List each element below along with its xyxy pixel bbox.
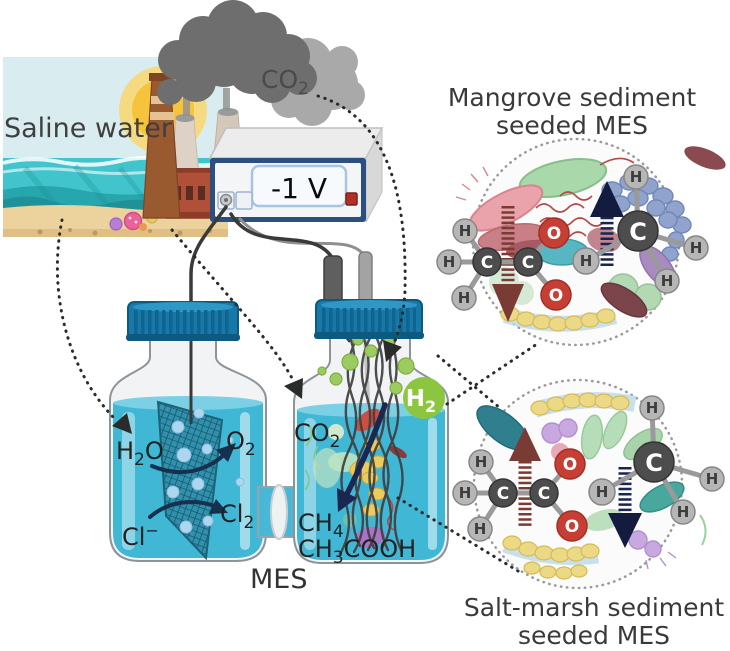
anode-bottle: H2O O2 Cl− Cl2 bbox=[109, 301, 267, 562]
glass-flange bbox=[270, 484, 288, 540]
h2o-label: H2O bbox=[116, 437, 164, 470]
mangrove-community: Mangrove sediment seeded MES bbox=[437, 83, 726, 347]
saline-to-anode-path bbox=[55, 218, 116, 420]
co2-emission-label: CO2 bbox=[261, 65, 309, 99]
svg-text:H2: H2 bbox=[406, 386, 436, 416]
saltmarsh-title-line1: Salt-marsh sediment bbox=[464, 593, 725, 622]
reference-wire bbox=[238, 217, 368, 260]
anode-wire bbox=[189, 205, 228, 305]
cl2-label: Cl2 bbox=[220, 500, 254, 533]
co2-label: CO2 bbox=[294, 419, 340, 452]
dark-smoke bbox=[157, 0, 317, 105]
power-supply: -1 V bbox=[208, 127, 384, 223]
bottle-cap bbox=[126, 301, 240, 341]
saltmarsh-title-line2: seeded MES bbox=[518, 621, 670, 650]
magnifier-line-mangrove bbox=[445, 340, 542, 406]
dotted-connectors bbox=[55, 94, 542, 576]
ch4-label: CH4 bbox=[298, 509, 344, 542]
voltage-readout: -1 V bbox=[271, 172, 327, 205]
co2-to-cathode-path bbox=[316, 94, 407, 354]
saline-water-label: Saline water bbox=[4, 113, 173, 144]
power-button[interactable] bbox=[345, 192, 358, 206]
h2-bubbles bbox=[317, 334, 415, 395]
power-supply-top bbox=[208, 127, 384, 159]
o2-label: O2 bbox=[226, 427, 256, 460]
mes-cathode-bottle: H2 CO2 CH4 CH3COOH bbox=[293, 251, 449, 568]
electrode-wires bbox=[189, 205, 368, 305]
cathode-wire bbox=[229, 212, 335, 261]
magnifier-line-saltmarsh-top bbox=[436, 354, 502, 410]
saline-to-cathode-path bbox=[170, 228, 296, 384]
gas-bubbles bbox=[166, 407, 245, 534]
smoke-clouds: CO2 bbox=[157, 0, 365, 126]
mangrove-title-line2: seeded MES bbox=[496, 111, 648, 140]
chloride-label: Cl− bbox=[122, 521, 159, 551]
co2-reduction-arrow bbox=[343, 402, 388, 499]
saltmarsh-microbes bbox=[476, 392, 707, 580]
saltmarsh-community: Salt-marsh sediment seeded MES bbox=[453, 378, 725, 650]
bottle-cap bbox=[314, 299, 424, 339]
mangrove-title-line1: Mangrove sediment bbox=[448, 83, 697, 112]
voltage-display bbox=[250, 164, 348, 208]
output-port-2[interactable] bbox=[235, 191, 253, 210]
mangrove-product-arrows bbox=[492, 181, 624, 322]
pebbles bbox=[37, 228, 212, 236]
mes-label: MES bbox=[250, 564, 308, 595]
acetic-acid-label: CH3COOH bbox=[298, 535, 416, 568]
h2-badge: H2 bbox=[403, 377, 445, 419]
